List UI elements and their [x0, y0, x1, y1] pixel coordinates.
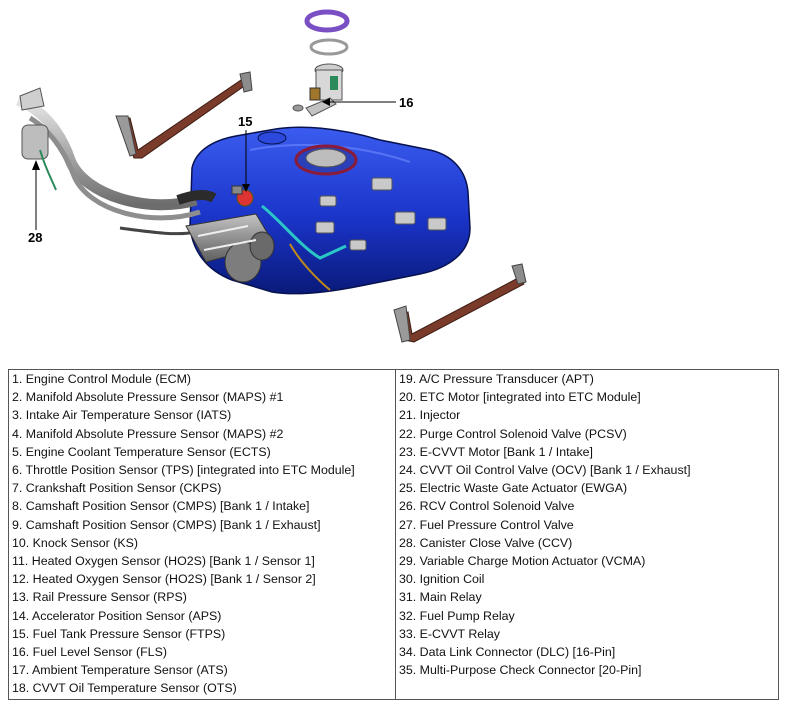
tank-pad	[427, 217, 447, 231]
legend-item: 34. Data Link Connector (DLC) [16-Pin]	[399, 645, 616, 660]
legend-item: 28. Canister Close Valve (CCV)	[399, 535, 573, 550]
legend-item: 25. Electric Waste Gate Actuator (EWGA)	[399, 481, 628, 496]
legend-item: 5. Engine Coolant Temperature Sensor (EC…	[12, 444, 271, 459]
legend-item: 8. Camshaft Position Sensor (CMPS) [Bank…	[12, 499, 310, 514]
tank-pad	[319, 195, 337, 207]
legend-item: 33. E-CVVT Relay	[399, 626, 501, 641]
legend-item: 4. Manifold Absolute Pressure Sensor (MA…	[12, 426, 284, 441]
legend-item: 6. Throttle Position Sensor (TPS) [integ…	[12, 463, 355, 478]
legend-item: 14. Accelerator Position Sensor (APS)	[12, 608, 222, 623]
legend-item: 27. Fuel Pressure Control Valve	[399, 517, 574, 532]
tank-pad	[315, 221, 335, 234]
legend-item: 9. Camshaft Position Sensor (CMPS) [Bank…	[12, 517, 321, 532]
legend-item: 26. RCV Control Solenoid Valve	[399, 499, 575, 514]
legend-item: 3. Intake Air Temperature Sensor (IATS)	[12, 408, 232, 423]
legend-item: 23. E-CVVT Motor [Bank 1 / Intake]	[399, 444, 593, 459]
legend-item: 1. Engine Control Module (ECM)	[12, 372, 192, 386]
legend-item: 11. Heated Oxygen Sensor (HO2S) [Bank 1 …	[12, 554, 315, 569]
legend-item: 35. Multi-Purpose Check Connector [20-Pi…	[399, 663, 642, 678]
legend-item: 30. Ignition Coil	[399, 572, 485, 587]
charcoal-canister	[185, 213, 275, 283]
legend-item: 32. Fuel Pump Relay	[399, 608, 515, 623]
fuel-tank-illustration	[15, 9, 527, 343]
legend-item: 20. ETC Motor [integrated into ETC Modul…	[399, 390, 641, 405]
legend-item: 24. CVVT Oil Control Valve (OCV) [Bank 1…	[399, 463, 691, 478]
legend-item: 2. Manifold Absolute Pressure Sensor (MA…	[12, 390, 284, 405]
fuel-system-diagram: 15 16 28	[15, 9, 527, 343]
legend-item: 18. CVVT Oil Temperature Sensor (OTS)	[12, 681, 237, 696]
callout-label-15: 15	[238, 114, 253, 129]
fuel-pump-module	[292, 9, 350, 117]
legend-item: 19. A/C Pressure Transducer (APT)	[399, 372, 594, 386]
legend-item: 15. Fuel Tank Pressure Sensor (FTPS)	[12, 626, 226, 641]
legend-item: 29. Variable Charge Motion Actuator (VCM…	[399, 554, 646, 569]
tank-pad	[349, 239, 367, 251]
legend-item: 10. Knock Sensor (KS)	[12, 535, 139, 550]
tank-pad	[371, 177, 393, 191]
tank-strap-rear	[115, 71, 253, 159]
filler-pipes	[15, 87, 217, 236]
canister-close-valve-housing	[21, 124, 49, 160]
legend-item: 16. Fuel Level Sensor (FLS)	[12, 645, 167, 660]
callout-label-16: 16	[399, 95, 414, 110]
legend-item: 17. Ambient Temperature Sensor (ATS)	[12, 663, 228, 678]
pump-lock-ring	[304, 9, 350, 33]
legend-item: 21. Injector	[399, 408, 461, 423]
fuel-level-sensor	[309, 87, 321, 101]
component-legend-table: 1. Engine Control Module (ECM) 2. Manifol…	[8, 369, 779, 700]
pump-gasket	[309, 38, 349, 56]
legend-item: 12. Heated Oxygen Sensor (HO2S) [Bank 1 …	[12, 572, 316, 587]
tank-pad	[394, 211, 416, 225]
legend-item: 13. Rail Pressure Sensor (RPS)	[12, 590, 187, 605]
legend-item: 31. Main Relay	[399, 590, 482, 605]
legend-column-right: 19. A/C Pressure Transducer (APT) 20. ETC…	[396, 370, 778, 699]
callout-label-28: 28	[28, 230, 43, 245]
legend-item: 22. Purge Control Solenoid Valve (PCSV)	[399, 426, 627, 441]
legend-item: 7. Crankshaft Position Sensor (CKPS)	[12, 481, 222, 496]
legend-column-left: 1. Engine Control Module (ECM) 2. Manifol…	[9, 370, 396, 699]
tank-strap-front	[393, 263, 527, 343]
